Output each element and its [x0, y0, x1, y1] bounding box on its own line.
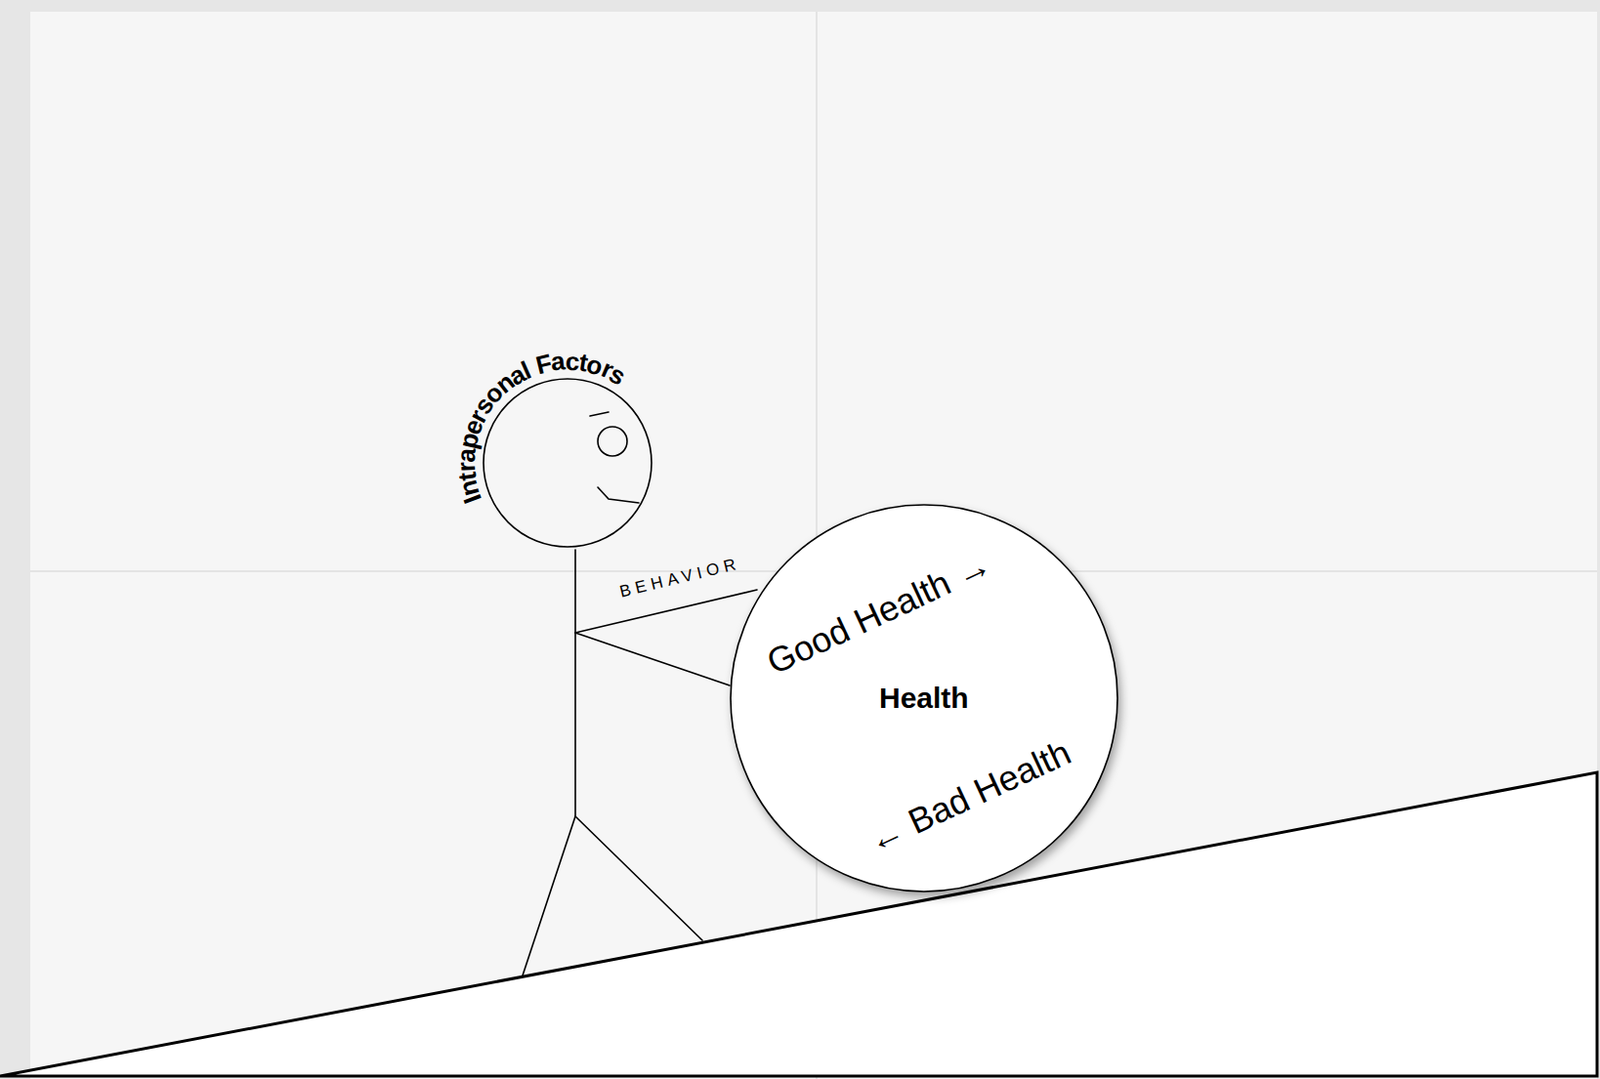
head-outline [483, 378, 652, 548]
arm-label: BEHAVIOR [617, 553, 743, 602]
health-ball: Good Health →Health← Bad Health [728, 503, 1120, 894]
figure-arm [575, 589, 758, 633]
figure-arm [575, 632, 730, 686]
arc-letter: a [549, 348, 567, 376]
node-title: Health [879, 681, 969, 716]
arc-letter: r [453, 462, 479, 473]
head-circle: Intrapersonal Factors [481, 377, 654, 549]
figure-leg [522, 816, 576, 976]
ball-circle [730, 505, 1118, 892]
node-outline [481, 377, 654, 549]
arc-heading: Intrapersonal Factors [481, 377, 654, 549]
figure-mouth [597, 487, 639, 504]
figure-eyebrow [589, 412, 609, 417]
figure-eye [597, 426, 628, 457]
figure-leg [575, 816, 703, 941]
figure-body [574, 549, 577, 817]
